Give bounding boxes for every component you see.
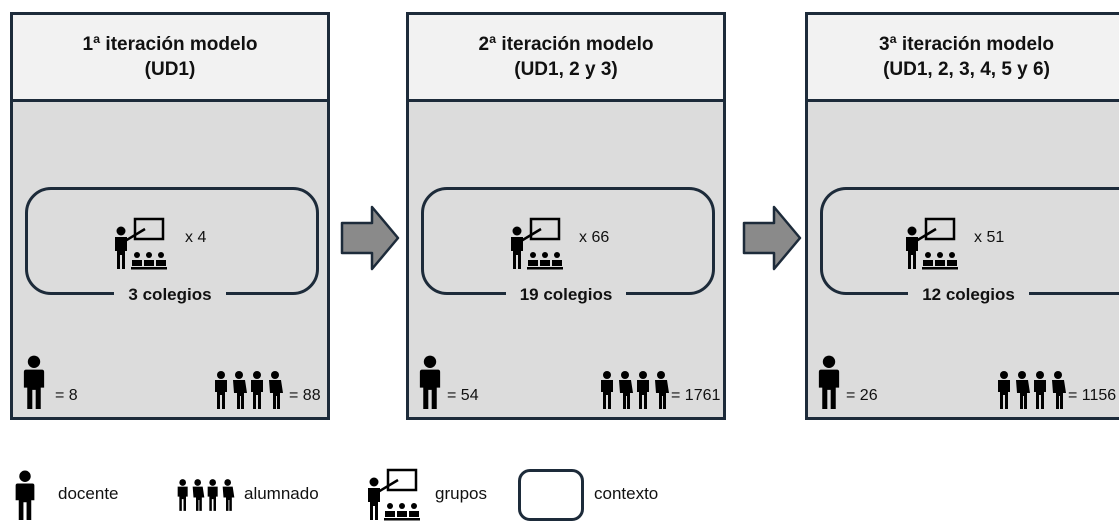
legend-context-label: contexto [594,484,659,503]
right-arrow-icon [742,205,802,271]
context-box-icon [518,469,584,521]
classroom-group-icon [366,468,422,522]
iteration-panel-1: 1ª iteración modelo (UD1) 3 colegios x 4… [10,12,330,420]
students-count: = 88 [289,387,321,404]
schools-label: 3 colegios [114,285,226,304]
students-icon [176,478,236,512]
teachers-count: = 26 [846,387,878,404]
panel-subtitle: (UD1) [144,59,196,80]
classroom-group-icon [509,217,565,271]
teacher-icon [816,355,842,409]
panel-title: 1ª iteración modelo [82,34,258,55]
students-icon [213,370,285,410]
iteration-panel-2: 2ª iteración modelo (UD1, 2 y 3) 19 cole… [406,12,726,420]
context-box [25,187,319,295]
students-count: = 1761 [671,387,721,404]
panel-header: 3ª iteración modelo (UD1, 2, 3, 4, 5 y 6… [808,15,1119,102]
legend-groups-label: grupos [435,484,487,503]
iteration-panel-3: 3ª iteración modelo (UD1, 2, 3, 4, 5 y 6… [805,12,1119,420]
panel-subtitle: (UD1, 2, 3, 4, 5 y 6) [883,59,1050,80]
panel-subtitle: (UD1, 2 y 3) [514,59,618,80]
panel-header: 2ª iteración modelo (UD1, 2 y 3) [409,15,723,102]
groups-count: x 66 [579,229,610,246]
context-box [820,187,1119,295]
panel-title: 3ª iteración modelo [879,34,1054,55]
groups-count: x 4 [185,229,207,246]
panel-title: 2ª iteración modelo [478,34,654,55]
teacher-icon [417,355,443,409]
schools-label: 12 colegios [908,285,1029,304]
teacher-icon [21,355,47,409]
classroom-group-icon [113,217,169,271]
teacher-icon [12,470,38,520]
students-count: = 1156 [1068,387,1117,404]
legend-teacher-label: docente [58,484,119,503]
legend-students-label: alumnado [244,484,319,503]
right-arrow-icon [340,205,400,271]
groups-count: x 51 [974,229,1005,246]
classroom-group-icon [904,217,960,271]
teachers-count: = 8 [55,387,78,404]
panel-header: 1ª iteración modelo (UD1) [13,15,327,102]
context-box [421,187,715,295]
teachers-count: = 54 [447,387,479,404]
students-icon [996,370,1068,410]
schools-label: 19 colegios [505,285,627,304]
students-icon [599,370,671,410]
